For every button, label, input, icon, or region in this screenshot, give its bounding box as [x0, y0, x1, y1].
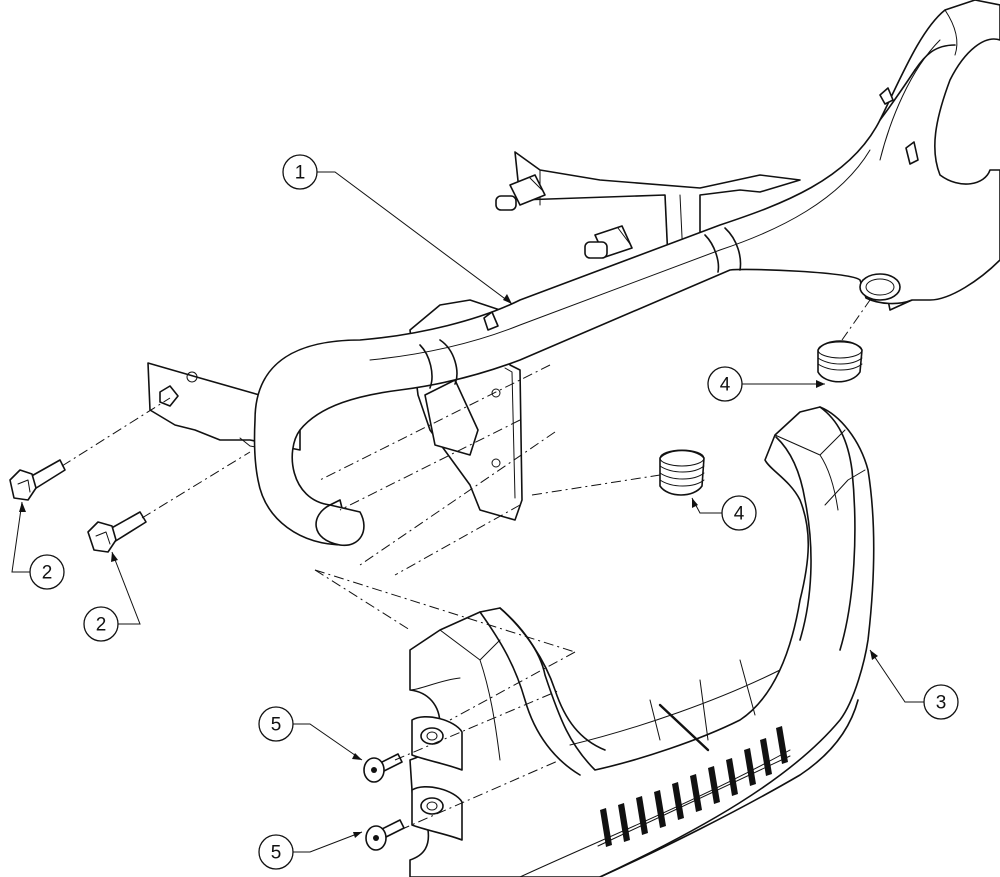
callout-4-lower-label: 4	[734, 504, 745, 525]
callout-2-lower-label: 2	[96, 615, 107, 636]
leader-lines	[11, 171, 924, 853]
callout-2-upper-label: 2	[42, 563, 53, 584]
end-plug-lower	[659, 449, 705, 496]
callout-4-lower: 4	[721, 495, 757, 531]
callout-3-label: 3	[936, 693, 947, 714]
bumper-tube-frame	[147, 0, 1000, 546]
end-plug-upper	[817, 340, 863, 383]
weld-stud-upper	[495, 174, 546, 211]
callout-2-upper: 2	[29, 554, 65, 590]
cover-screw-lower	[365, 819, 405, 851]
callout-5-upper: 5	[258, 706, 294, 742]
callout-1-label: 1	[295, 163, 306, 184]
cover-screw-upper	[363, 753, 403, 783]
cover-vent-slots	[597, 726, 791, 847]
callout-5-lower: 5	[258, 834, 294, 870]
callout-2-lower: 2	[83, 606, 119, 642]
callout-4-upper-label: 4	[720, 375, 731, 396]
callout-3: 3	[923, 684, 959, 720]
bumper-cover	[409, 406, 875, 877]
callout-4-upper: 4	[707, 366, 743, 402]
weld-stud-lower	[584, 225, 633, 259]
callout-5-lower-label: 5	[271, 843, 282, 864]
flange-bolt-lower	[87, 511, 147, 553]
callout-5-upper-label: 5	[271, 715, 282, 736]
callout-1: 1	[282, 154, 318, 190]
flange-bolt-upper	[9, 459, 66, 501]
assembly-centerlines	[61, 299, 871, 831]
